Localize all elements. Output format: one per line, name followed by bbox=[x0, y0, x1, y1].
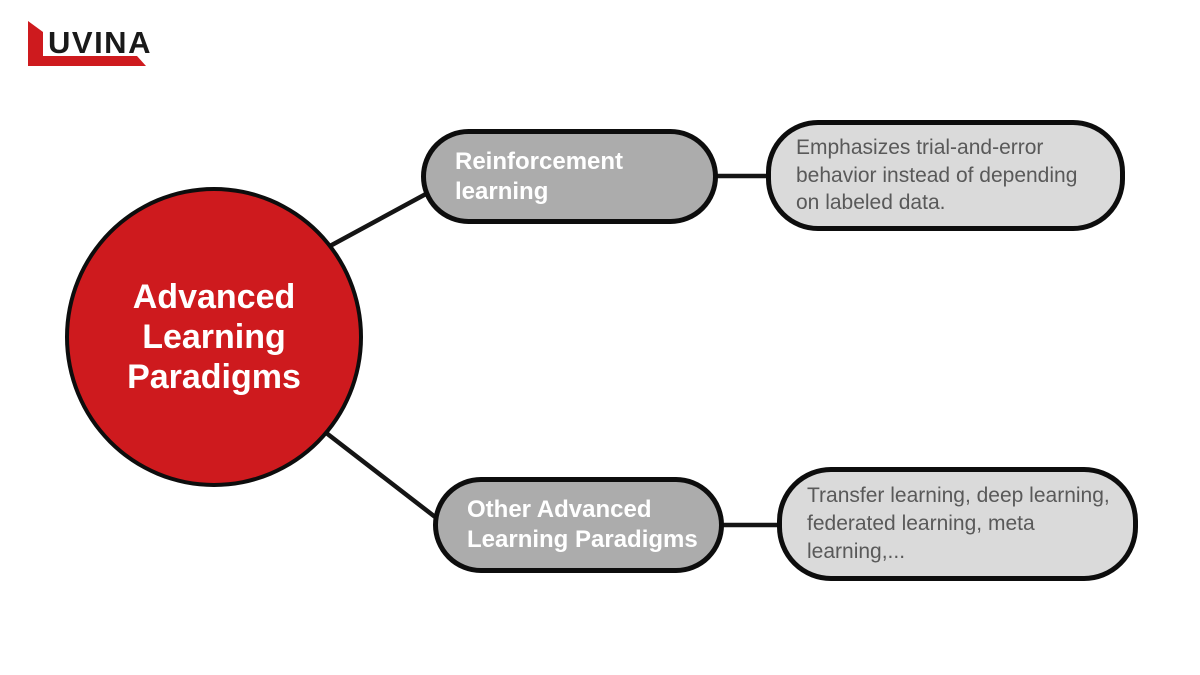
node-label: Reinforcement learning bbox=[455, 147, 624, 205]
center-node-advanced-learning-paradigms: Advanced Learning Paradigms bbox=[65, 187, 363, 487]
luvina-logo-mark-icon bbox=[28, 21, 146, 66]
connector-center-to-node2 bbox=[322, 429, 455, 533]
luvina-logo: UVINA bbox=[28, 21, 152, 66]
node-other-advanced-learning-paradigms: Other Advanced Learning Paradigms bbox=[433, 477, 724, 573]
node-label: Other Advanced Learning Paradigms bbox=[467, 496, 698, 553]
center-node-label: Advanced Learning Paradigms bbox=[127, 277, 301, 397]
description-other-advanced-learning-paradigms: Transfer learning, deep learning, federa… bbox=[777, 467, 1138, 581]
description-reinforcement-learning: Emphasizes trial-and-error behavior inst… bbox=[766, 120, 1125, 231]
node-reinforcement-learning: Reinforcement learning bbox=[421, 129, 718, 224]
description-text: Emphasizes trial-and-error behavior inst… bbox=[796, 135, 1078, 215]
description-text: Transfer learning, deep learning, federa… bbox=[807, 484, 1110, 563]
luvina-logo-text: UVINA bbox=[48, 25, 152, 60]
